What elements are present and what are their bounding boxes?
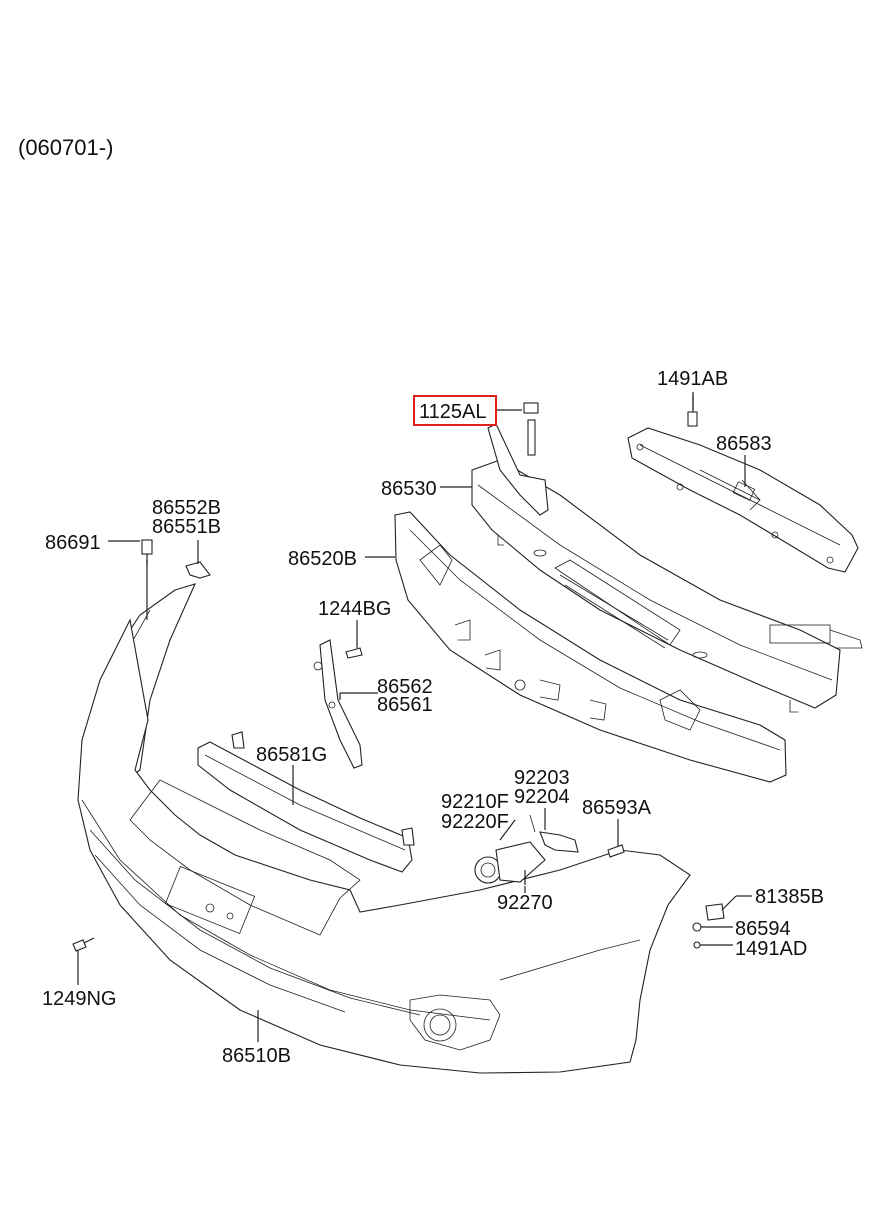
date-range-label: (060701-) (18, 135, 113, 160)
label-1244bg[interactable]: 1244BG (318, 598, 391, 620)
side-bracket-86552b (185, 561, 211, 579)
label-92270[interactable]: 92270 (497, 892, 553, 914)
label-86530[interactable]: 86530 (381, 478, 437, 500)
fasteners-right (692, 903, 725, 949)
label-86691[interactable]: 86691 (45, 532, 101, 554)
highlight-box (413, 395, 497, 426)
label-86593a[interactable]: 86593A (582, 797, 652, 819)
lower-bracket-86581g (197, 731, 415, 873)
energy-absorber-86520b (394, 511, 787, 783)
label-86551b[interactable]: 86551B (152, 516, 221, 538)
leader-lines (77, 392, 752, 1042)
reinforcement-beam-86530 (471, 459, 863, 713)
label-92220f[interactable]: 92220F (441, 811, 509, 833)
label-86510b[interactable]: 86510B (222, 1045, 291, 1067)
upper-bracket-86583 (627, 427, 859, 573)
label-1491ad[interactable]: 1491AD (735, 938, 807, 960)
label-92210f[interactable]: 92210F (441, 791, 509, 813)
label-86581g[interactable]: 86581G (256, 744, 327, 766)
bumper-cover-86510b (77, 618, 691, 1074)
screw-1249ng (72, 937, 95, 952)
label-86552b[interactable]: 86552B (152, 497, 221, 519)
label-86562[interactable]: 86562 (377, 676, 433, 698)
label-92203[interactable]: 92203 (514, 767, 570, 789)
label-86520b[interactable]: 86520B (288, 548, 357, 570)
label-1249ng[interactable]: 1249NG (42, 988, 117, 1010)
fog-lamp-assembly (474, 814, 579, 885)
label-1491ab[interactable]: 1491AB (657, 368, 728, 390)
clip-86593a (607, 844, 625, 858)
label-81385b[interactable]: 81385B (755, 886, 824, 908)
label-92204[interactable]: 92204 (514, 786, 570, 808)
label-1125al[interactable]: 1125AL (419, 401, 486, 423)
beam-mount-bracket (487, 402, 549, 516)
label-86583[interactable]: 86583 (716, 433, 772, 455)
label-86561[interactable]: 86561 (377, 694, 433, 716)
label-86594[interactable]: 86594 (735, 918, 791, 940)
side-bracket-86562 (313, 639, 363, 769)
